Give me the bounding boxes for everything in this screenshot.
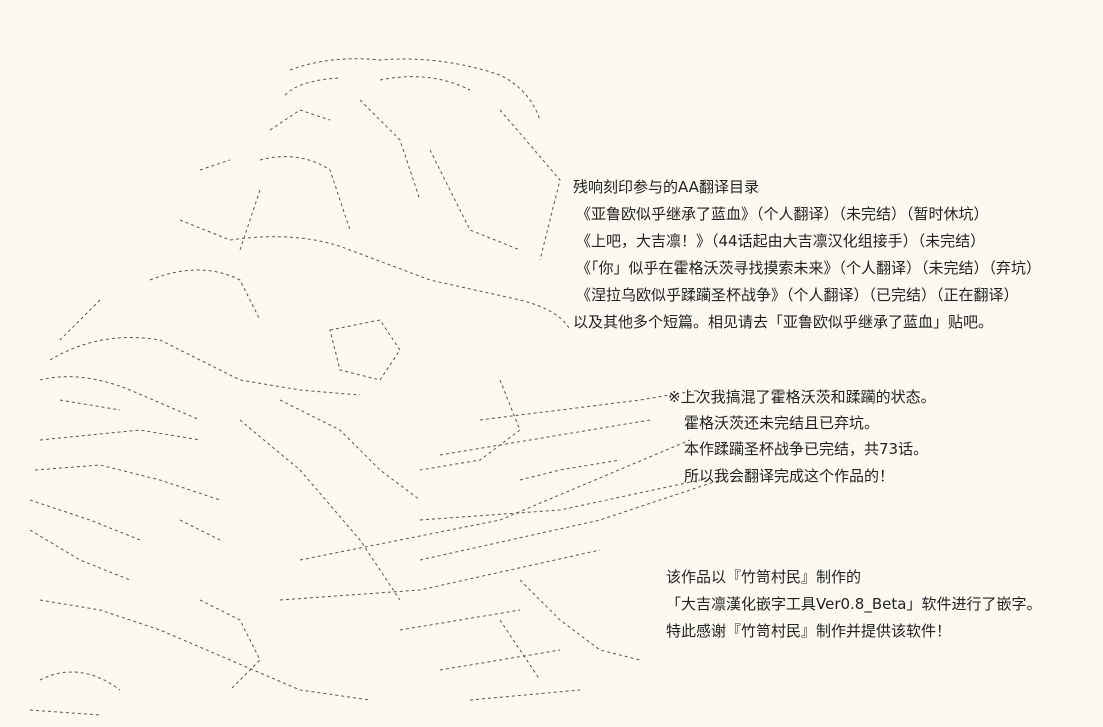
credits-line: 特此感谢『竹笥村民』制作并提供该软件！ (666, 622, 952, 640)
note-line: 本作蹂躏圣杯战争已完结，共73话。 (684, 440, 929, 458)
catalog-heading: 残响刻印参与的AA翻译目录 (573, 178, 759, 196)
catalog-item: 《上吧，大吉凛！》（44话起由大吉凛汉化组接手）（未完结） (576, 232, 986, 250)
note-line: 所以我会翻译完成这个作品的！ (684, 467, 895, 485)
catalog-item: 《涅拉乌欧似乎蹂躏圣杯战争》（个人翻译）（已完结）（正在翻译） (576, 286, 1019, 304)
note-line: 霍格沃茨还未完结且已弃坑。 (684, 414, 880, 432)
credits-line: 「大吉凛漢化嵌字工具Ver0.8_Beta」软件进行了嵌字。 (666, 595, 1042, 613)
catalog-footer: 以及其他多个短篇。相见请去「亚鲁欧似乎继承了蓝血」贴吧。 (573, 313, 994, 331)
catalog-item: 《亚鲁欧似乎继承了蓝血》（个人翻译）（未完结）（暂时休坑） (576, 205, 989, 223)
credits-line: 该作品以『竹笥村民』制作的 (666, 568, 862, 586)
note-line: ※上次我搞混了霍格沃茨和蹂躏的状态。 (668, 388, 936, 406)
catalog-item: 《「你」似乎在霍格沃茨寻找摸索未来》（个人翻译）（未完结）（弃坑） (576, 259, 1042, 277)
